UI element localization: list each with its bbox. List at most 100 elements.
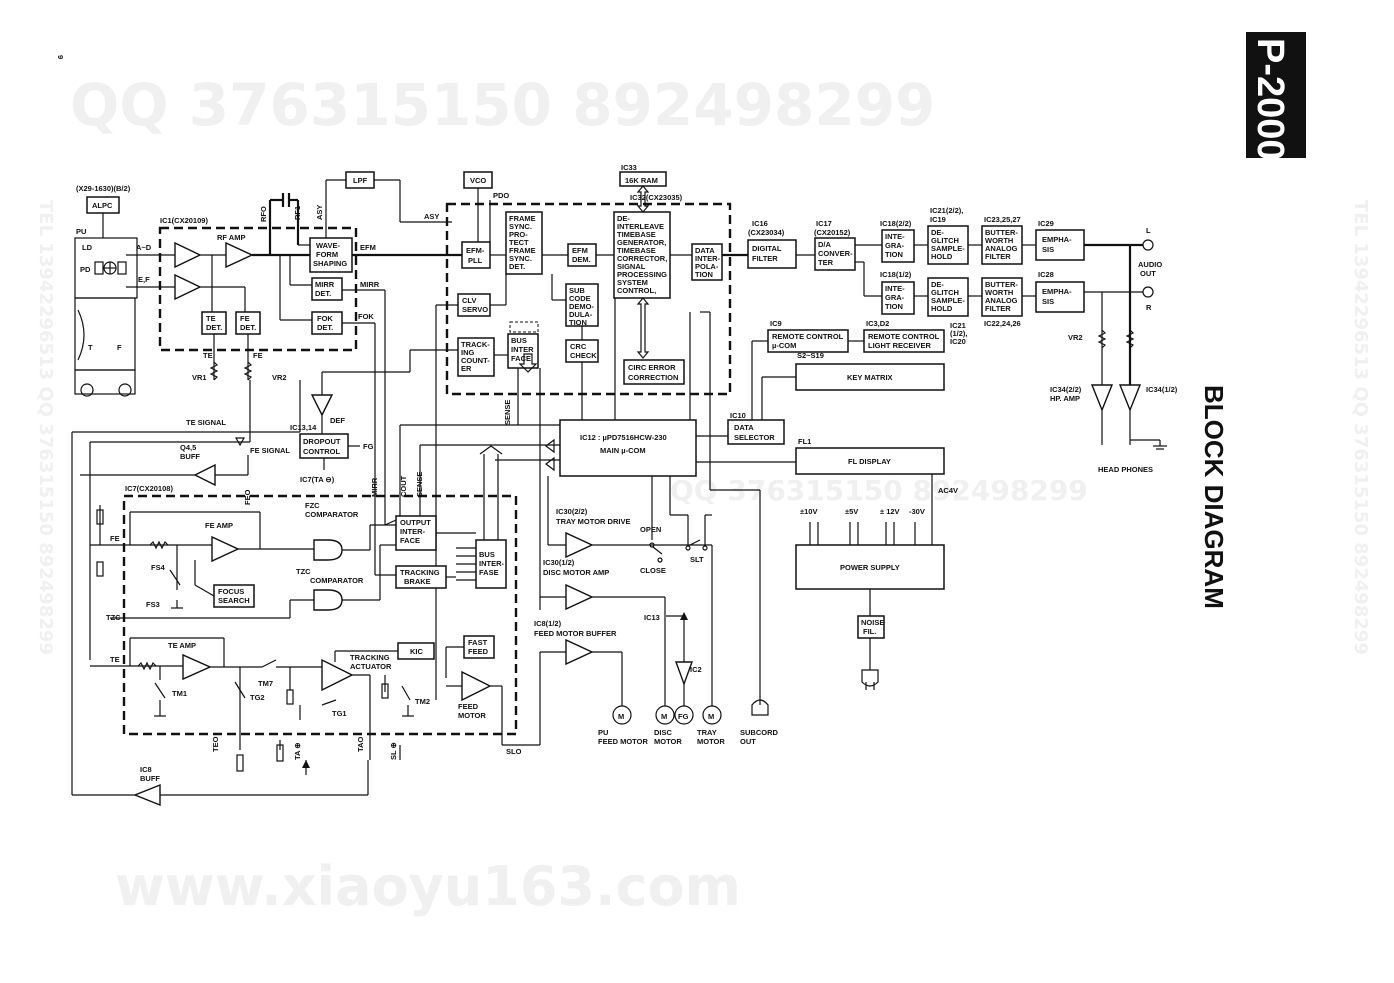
svg-text:LPF: LPF [353, 176, 368, 185]
svg-text:PD: PD [80, 265, 91, 274]
fe-amp-triangle [211, 535, 240, 563]
svg-text:SAMPLE-: SAMPLE- [931, 296, 965, 305]
svg-text:F: F [117, 343, 122, 352]
svg-text:CONVER-: CONVER- [818, 249, 853, 258]
svg-text:IC21: IC21 [950, 321, 966, 330]
svg-text:EFM-: EFM- [466, 246, 485, 255]
svg-text:IC17: IC17 [816, 219, 832, 228]
svg-text:IC22,24,26: IC22,24,26 [984, 319, 1021, 328]
svg-text:FEED MOTOR: FEED MOTOR [598, 737, 648, 746]
svg-text:TIMEBASE: TIMEBASE [617, 230, 656, 239]
svg-text:IC18(1/2): IC18(1/2) [880, 270, 912, 279]
svg-text:TRAY: TRAY [697, 728, 717, 737]
svg-text:FE: FE [240, 314, 250, 323]
svg-text:PU: PU [598, 728, 608, 737]
svg-text:AUDIO: AUDIO [1138, 260, 1162, 269]
svg-text:NOISE: NOISE [861, 618, 884, 627]
svg-text:±10V: ±10V [800, 507, 817, 516]
svg-text:FEED: FEED [458, 702, 479, 711]
circ-correction-block [623, 359, 685, 385]
data-selector-block [727, 419, 785, 445]
svg-text:T: T [88, 343, 93, 352]
svg-text:INTER: INTER [511, 345, 534, 354]
svg-text:Q4,5: Q4,5 [180, 443, 196, 452]
svg-text:FASE: FASE [479, 568, 499, 577]
mirr-det-block [311, 277, 343, 301]
svg-text:FEED: FEED [468, 647, 489, 656]
svg-text:POWER SUPPLY: POWER SUPPLY [840, 563, 900, 572]
ic2-triangle [675, 661, 693, 687]
svg-text:FILTER: FILTER [752, 254, 778, 263]
svg-text:HP. AMP: HP. AMP [1050, 394, 1080, 403]
feed-motor-triangle [461, 670, 492, 702]
svg-text:SIGNAL: SIGNAL [617, 262, 646, 271]
noise-filter-block [857, 615, 885, 639]
svg-text:OUTPUT: OUTPUT [400, 518, 431, 527]
svg-text:IC19: IC19 [930, 215, 946, 224]
svg-text:FS4: FS4 [151, 563, 166, 572]
alpc-ref: (X29-1630)(B/2) [76, 184, 131, 193]
pickup-wheel-icon [80, 383, 94, 397]
headphones-label: HEAD PHONES [1098, 465, 1153, 474]
hp-amp-1-triangle [1118, 384, 1142, 412]
svg-text:FL1: FL1 [798, 437, 811, 446]
svg-text:16K RAM: 16K RAM [625, 176, 658, 185]
frame-sync-block [505, 211, 543, 275]
svg-text:BUS: BUS [479, 550, 495, 559]
svg-text:µ-COM: µ-COM [772, 341, 796, 350]
svg-text:TER: TER [818, 258, 834, 267]
svg-text:M: M [618, 712, 624, 721]
svg-text:COMPARATOR: COMPARATOR [310, 576, 364, 585]
svg-text:COUNT-: COUNT- [461, 356, 490, 365]
watermark-top: QQ 376315150 892498299 [70, 71, 935, 139]
svg-text:IC13,14: IC13,14 [290, 423, 317, 432]
ic32-label: IC32(CX23035) [630, 193, 683, 202]
svg-text:IC23,25,27: IC23,25,27 [984, 215, 1021, 224]
tray-motor-drive-triangle [565, 531, 594, 559]
svg-text:GRA-: GRA- [885, 293, 905, 302]
svg-text:TM1: TM1 [172, 689, 187, 698]
svg-text:ASY: ASY [315, 205, 324, 220]
dropout-control-block [299, 433, 349, 459]
svg-text:GRA-: GRA- [885, 241, 905, 250]
svg-text:FE: FE [110, 534, 120, 543]
disc-motor-icon [655, 705, 675, 725]
svg-text:DE-: DE- [931, 280, 944, 289]
svg-text:IC20: IC20 [950, 337, 966, 346]
svg-text:ASY: ASY [424, 212, 439, 221]
svg-text:INTER-: INTER- [479, 559, 505, 568]
svg-text:DEM.: DEM. [572, 255, 591, 264]
svg-text:S2~S19: S2~S19 [797, 351, 824, 360]
svg-text:IC10: IC10 [730, 411, 746, 420]
svg-text:FS3: FS3 [146, 600, 160, 609]
svg-text:INTE-: INTE- [885, 232, 905, 241]
svg-text:R: R [1146, 303, 1152, 312]
ef-amp-triangle [174, 273, 202, 301]
svg-text:ING: ING [461, 348, 475, 357]
power-supply-block [795, 544, 945, 590]
bus-interface-1-block [507, 333, 539, 369]
svg-text:MOTOR: MOTOR [697, 737, 725, 746]
svg-text:FZC: FZC [305, 501, 320, 510]
svg-text:M: M [708, 712, 714, 721]
svg-text:MOTOR: MOTOR [458, 711, 486, 720]
svg-text:REMOTE CONTROL: REMOTE CONTROL [868, 332, 940, 341]
svg-text:INTE-: INTE- [885, 284, 905, 293]
svg-text:VR2: VR2 [1068, 333, 1083, 342]
svg-text:DATA: DATA [695, 246, 715, 255]
svg-text:FOK: FOK [317, 314, 333, 323]
svg-text:IC8: IC8 [140, 765, 152, 774]
butterworth-l-block [981, 225, 1023, 265]
alpc-label: ALPC [92, 201, 113, 210]
ac-plug-icon [861, 669, 879, 687]
sub-code-block [565, 283, 599, 327]
svg-text:TZC: TZC [106, 613, 121, 622]
ic7-outline [122, 494, 518, 736]
svg-text:RF AMP: RF AMP [217, 233, 245, 242]
svg-text:IC9: IC9 [770, 319, 782, 328]
svg-text:PLL: PLL [468, 256, 483, 265]
svg-text:TION: TION [569, 318, 587, 327]
svg-text:ANALOG: ANALOG [985, 244, 1018, 253]
svg-text:AC4V: AC4V [938, 486, 958, 495]
